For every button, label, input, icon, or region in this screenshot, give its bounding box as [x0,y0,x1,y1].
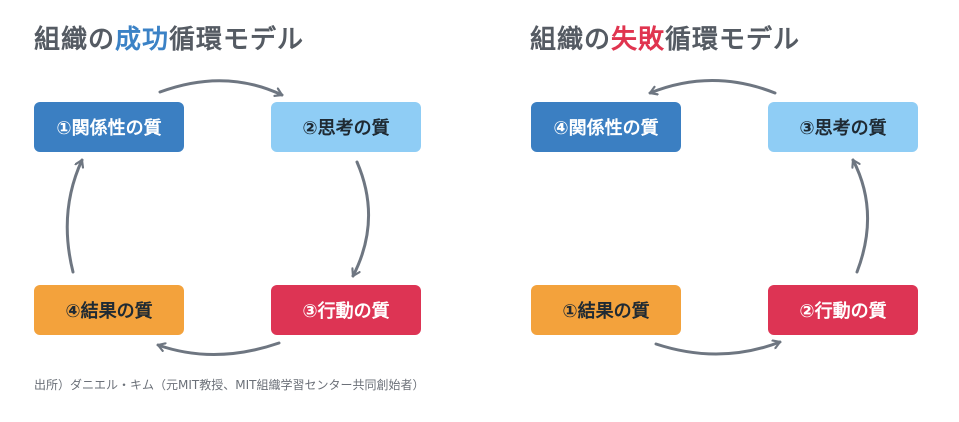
failure-model-title: 組織の失敗循環モデル [530,19,800,56]
failure-title-highlight: 失敗 [611,25,666,55]
failure-arrow-thinking-to-relationship [648,79,777,94]
failure-result-box: ①結果の質 [531,285,681,335]
success-arrow-thinking-to-action [353,160,370,278]
success-relationship-box: ①関係性の質 [34,102,184,152]
failure-title-suffix: 循環モデル [665,25,801,55]
success-title-prefix: 組織の [34,25,116,55]
success-arrow-relationship-to-thinking [158,79,284,95]
success-action-box: ③行動の質 [271,285,421,335]
failure-relationship-box: ④関係性の質 [531,102,681,152]
success-arrow-result-to-relationship [65,158,82,274]
success-arrow-action-to-result [156,341,281,356]
failure-arrow-action-to-thinking [853,158,870,274]
success-thinking-box: ②思考の質 [271,102,421,152]
success-title-suffix: 循環モデル [169,25,305,55]
failure-action-box: ②行動の質 [768,285,918,335]
failure-arrow-result-to-action [654,342,782,356]
success-model-title: 組織の成功循環モデル [34,19,304,56]
failure-title-prefix: 組織の [530,25,612,55]
source-note: 出所）ダニエル・キム（元MIT教授、MIT組織学習センター共同創始者） [34,378,425,392]
success-result-box: ④結果の質 [34,285,184,335]
failure-thinking-box: ③思考の質 [768,102,918,152]
success-title-highlight: 成功 [115,25,170,55]
